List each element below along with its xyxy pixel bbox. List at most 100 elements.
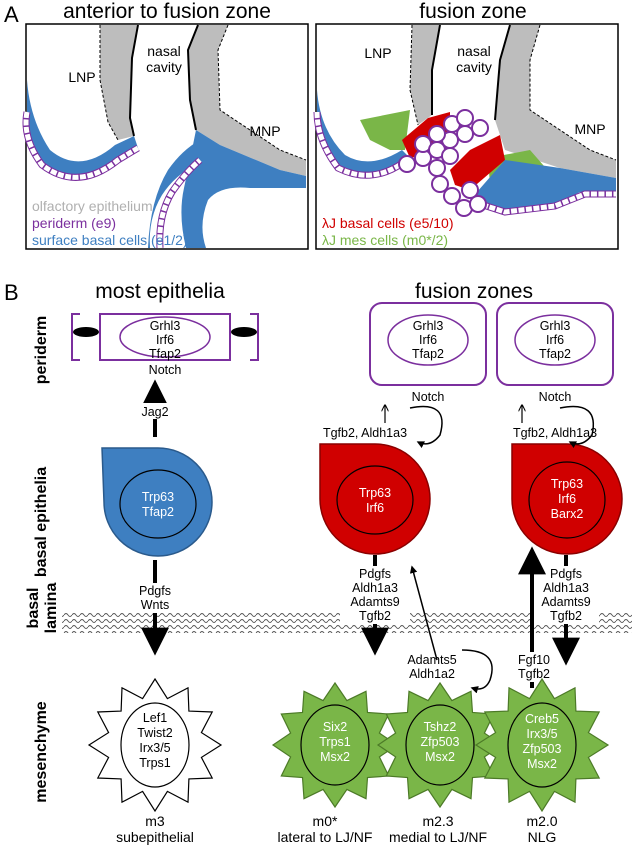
periderm-gene: Grhl3	[413, 319, 444, 333]
notch-label-fusion-1: Notch	[412, 390, 445, 404]
arrow-adamts-to-basal	[409, 565, 438, 661]
blue-cell-gene: Tfap2	[142, 505, 174, 519]
m0-desc: lateral to LJ/NF	[278, 829, 373, 845]
periderm-gene: Irf6	[156, 333, 174, 347]
signal-red-2: Pdgfs	[550, 567, 582, 581]
tgfb-aldh-label-2: Tgfb2, Aldh1a3	[513, 426, 597, 440]
periderm-cell-fusion-2: Grhl3 Irf6 Tfap2	[496, 302, 614, 386]
m20-gene: Creb5	[525, 712, 559, 726]
row-label-basal-lamina-1: basal	[25, 588, 42, 629]
signal-left: Wnts	[141, 598, 169, 612]
signal-red-2: Aldh1a3	[543, 581, 589, 595]
jag2-label: Jag2	[141, 405, 168, 419]
m23-name: m2.3	[422, 813, 453, 829]
m3-gene: Lef1	[143, 711, 167, 725]
row-label-mesenchyme: mesenchyme	[33, 701, 50, 802]
m3-desc: subepithelial	[116, 829, 194, 845]
mes-cell-m0: Six2 Trps1 Msx2	[271, 681, 399, 809]
lnp-basal-left	[26, 80, 138, 178]
basal-cell-red-2: Trp63 Irf6 Barx2	[511, 443, 623, 555]
panel-b-right-title: fusion zones	[415, 280, 533, 303]
signal-red-1: Adamts9	[350, 595, 399, 609]
m0-gene: Msx2	[320, 750, 350, 764]
panel-a-right-title: fusion zone	[419, 0, 526, 23]
signal-red-1: Aldh1a3	[352, 581, 398, 595]
olfactory-epithelium-left-2	[188, 25, 306, 176]
mnp-basal-left	[181, 130, 306, 248]
red-cell-2-gene: Trp63	[551, 477, 583, 491]
m0-gene: Six2	[323, 720, 347, 734]
mnp-label-right: MNP	[574, 121, 605, 137]
periderm-gene: Tfap2	[149, 347, 181, 361]
m0-name: m0*	[313, 813, 338, 829]
nasal-cavity-label-right-1: nasal	[457, 43, 490, 59]
m20-name: m2.0	[526, 813, 557, 829]
signal-red-2: Tgfb2	[550, 609, 582, 623]
adamts-aldh-label: Aldh1a2	[409, 667, 455, 681]
legend-surface-basal: surface basal cells (e1/2)	[32, 232, 188, 248]
olfactory-epithelium-left	[100, 25, 138, 140]
m3-gene: Trps1	[139, 756, 171, 770]
m20-gene: Zfp503	[523, 742, 562, 756]
m20-gene: Irx3/5	[526, 727, 557, 741]
panel-a-left-schematic: LNP nasal cavity MNP olfactory epitheliu…	[22, 23, 309, 250]
row-label-periderm: periderm	[33, 316, 50, 384]
legend-lj-mes: λJ mes cells (m0*/2)	[322, 232, 448, 248]
signal-red-1: Pdgfs	[359, 567, 391, 581]
m3-gene: Twist2	[137, 726, 172, 740]
basal-cell-red-1: Trp63 Irf6	[319, 443, 431, 555]
tgfb-aldh-label-1: Tgfb2, Aldh1a3	[323, 426, 407, 440]
row-label-basal-epithelia: basal epithelia	[33, 467, 50, 577]
mes-cells-lateral	[360, 110, 410, 150]
mes-cell-m3: Lef1 Twist2 Irx3/5 Trps1	[87, 677, 223, 813]
periderm-cell-most: Grhl3 Irf6 Tfap2	[71, 313, 259, 361]
periderm-gene: Grhl3	[540, 319, 571, 333]
lj-basal-cells-mnp	[450, 135, 505, 190]
adamts-aldh-label: Adamts5	[407, 653, 456, 667]
legend-periderm: periderm (e9)	[32, 215, 116, 231]
panel-b-letter: B	[4, 280, 19, 305]
basal-cell-blue: Trp63 Tfap2	[101, 447, 213, 557]
nasal-cavity-label-right-2: cavity	[456, 59, 492, 75]
signal-red-2: Adamts9	[541, 595, 590, 609]
row-label-basal-lamina-2: lamina	[43, 583, 60, 634]
junction-right	[231, 327, 257, 337]
junction-left	[73, 327, 99, 337]
m20-gene: Msx2	[527, 757, 557, 771]
m3-gene: Irx3/5	[139, 741, 170, 755]
loop-arrow-fusion-2	[559, 405, 594, 449]
m3-name: m3	[145, 813, 165, 829]
red-cell-1-gene: Irf6	[366, 501, 384, 515]
panel-a-right-schematic: LNP nasal cavity MNP λJ basal cells (e5/…	[313, 23, 619, 250]
periderm-gene: Grhl3	[150, 319, 181, 333]
panel-b-left-title: most epithelia	[95, 280, 225, 303]
notch-label-fusion-2: Notch	[539, 390, 572, 404]
loop-arrow-fusion-1	[409, 405, 443, 449]
nasal-cavity-label-left-2: cavity	[146, 59, 182, 75]
m0-gene: Trps1	[319, 735, 351, 749]
periderm-gene: Tfap2	[539, 347, 571, 361]
fgf-label: Fgf10	[518, 653, 550, 667]
nasal-cavity-label-left-1: nasal	[147, 43, 180, 59]
periderm-cell-cluster	[398, 109, 489, 217]
m23-gene: Tshz2	[424, 720, 457, 734]
signal-red-1: Tgfb2	[359, 609, 391, 623]
periderm-gene: Irf6	[419, 333, 437, 347]
blue-cell-gene: Trp63	[142, 490, 174, 504]
m20-desc: NLG	[528, 829, 557, 845]
legend-lj-basal: λJ basal cells (e5/10)	[322, 215, 454, 231]
loop-arrow-m23	[461, 649, 493, 694]
signal-left: Pdgfs	[139, 584, 171, 598]
legend-olfactory: olfactory epithelium	[32, 198, 153, 214]
mes-cell-m23: Tshz2 Zfp503 Msx2	[376, 681, 504, 809]
panel-a-letter: A	[4, 2, 19, 27]
periderm-cell-fusion-1: Grhl3 Irf6 Tfap2	[369, 302, 487, 386]
m23-gene: Zfp503	[421, 735, 460, 749]
lnp-label-left: LNP	[68, 69, 95, 85]
red-cell-1-gene: Trp63	[359, 486, 391, 500]
notch-label-most: Notch	[149, 363, 182, 377]
red-cell-2-gene: Barx2	[551, 507, 584, 521]
mes-cell-m20: Creb5 Irx3/5 Zfp503 Msx2	[474, 677, 610, 813]
